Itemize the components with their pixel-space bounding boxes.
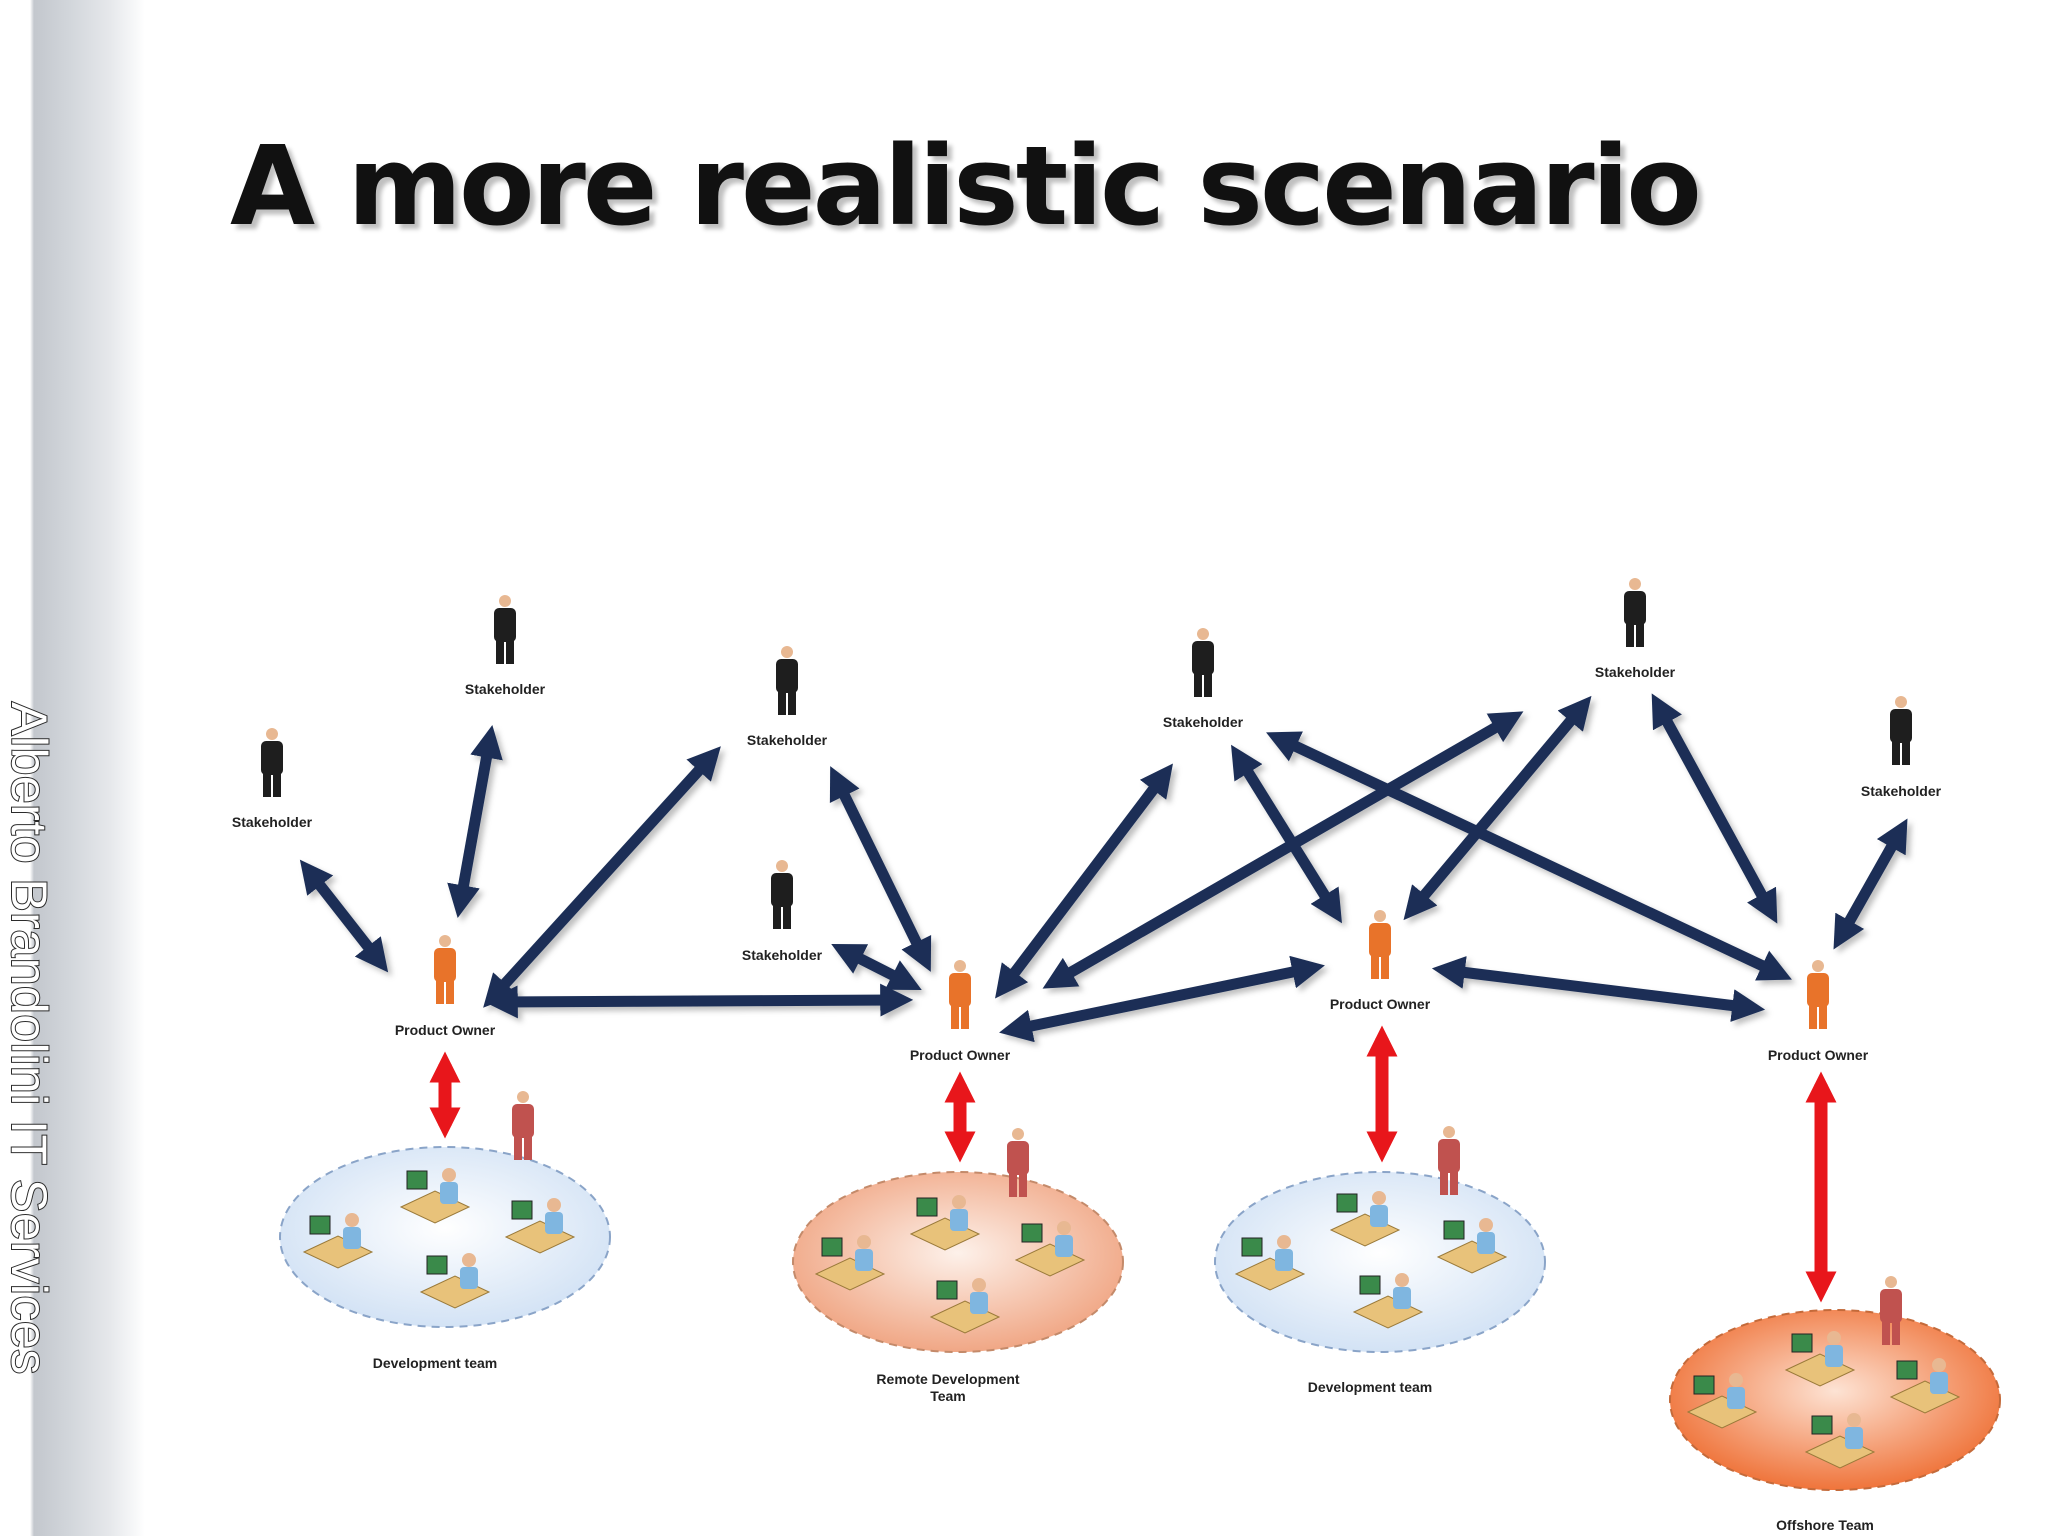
team-lead-icon bbox=[512, 1091, 534, 1160]
stakeholder-figures bbox=[261, 578, 1912, 929]
stakeholder-label: Stakeholder bbox=[1163, 714, 1244, 730]
workstation-icon bbox=[1436, 1218, 1508, 1274]
workstation-icon bbox=[1804, 1413, 1876, 1469]
diagram-labels: Stakeholder Stakeholder Stakeholder Stak… bbox=[232, 664, 1942, 1533]
stakeholder-icon bbox=[1624, 578, 1646, 647]
product-owner-figures bbox=[434, 910, 1829, 1029]
arrow-link bbox=[1431, 956, 1766, 1022]
arrow-link bbox=[1266, 731, 1792, 981]
communication-arrows bbox=[299, 693, 1908, 1043]
arrow-link bbox=[1833, 818, 1908, 950]
stakeholder-icon bbox=[771, 860, 793, 929]
team-area-development-2 bbox=[1214, 1171, 1546, 1353]
product-owner-icon bbox=[434, 935, 456, 1004]
workstation-icon bbox=[1889, 1358, 1961, 1414]
workstation-icon bbox=[909, 1195, 981, 1251]
workstation-icon bbox=[1686, 1373, 1758, 1429]
product-owner-label: Product Owner bbox=[1768, 1047, 1869, 1063]
stakeholder-label: Stakeholder bbox=[1861, 783, 1942, 799]
team-label-line: Remote Development bbox=[876, 1371, 1019, 1387]
workstation-icon bbox=[399, 1168, 471, 1224]
team-area-remote-development bbox=[792, 1171, 1124, 1353]
sidebar-band: Alberto Brandolini IT Services bbox=[0, 0, 145, 1536]
product-owner-icon bbox=[1369, 910, 1391, 979]
arrow-link bbox=[447, 725, 503, 918]
stakeholder-icon bbox=[1890, 696, 1912, 765]
product-owner-label: Product Owner bbox=[1330, 996, 1431, 1012]
arrow-link bbox=[999, 955, 1325, 1043]
team-area-offshore bbox=[1669, 1309, 2001, 1491]
workstation-icon bbox=[1352, 1273, 1424, 1329]
workstation-icon bbox=[929, 1278, 1001, 1334]
product-owner-icon bbox=[1807, 960, 1829, 1029]
workstation-icon bbox=[1784, 1331, 1856, 1387]
arrow-link bbox=[829, 766, 932, 972]
stakeholder-icon bbox=[776, 646, 798, 715]
product-owner-label: Product Owner bbox=[395, 1022, 496, 1038]
arrow-link bbox=[299, 859, 389, 973]
stakeholder-label: Stakeholder bbox=[747, 732, 828, 748]
workstations bbox=[302, 1168, 1961, 1469]
team-label: Offshore Team bbox=[1776, 1517, 1874, 1533]
workstation-icon bbox=[1329, 1191, 1401, 1247]
team-label: Development team bbox=[373, 1355, 497, 1371]
arrow-link bbox=[1651, 693, 1778, 924]
stakeholder-label: Stakeholder bbox=[1595, 664, 1676, 680]
arrow-link bbox=[831, 944, 922, 990]
arrow-link bbox=[483, 746, 721, 1008]
stakeholder-label: Stakeholder bbox=[465, 681, 546, 697]
arrow-link bbox=[484, 983, 914, 1019]
stakeholder-label: Stakeholder bbox=[232, 814, 313, 830]
team-arrows bbox=[429, 1025, 1837, 1303]
stakeholder-icon bbox=[261, 728, 283, 797]
product-owner-icon bbox=[949, 960, 971, 1029]
team-area-development-1 bbox=[279, 1146, 611, 1328]
workstation-icon bbox=[504, 1198, 576, 1254]
arrow-link bbox=[995, 763, 1173, 999]
stakeholder-icon bbox=[1192, 628, 1214, 697]
stakeholder-label: Stakeholder bbox=[742, 947, 823, 963]
product-owner-label: Product Owner bbox=[910, 1047, 1011, 1063]
arrow-link bbox=[1042, 711, 1524, 989]
team-label: Development team bbox=[1308, 1379, 1432, 1395]
workstation-icon bbox=[1014, 1221, 1086, 1277]
team-lead-icon bbox=[1007, 1128, 1029, 1197]
workstation-icon bbox=[814, 1235, 886, 1291]
slide-title: A more realistic scenario bbox=[230, 122, 1702, 250]
team-lead-icon bbox=[1438, 1126, 1460, 1195]
team-lead-icon bbox=[1880, 1276, 1902, 1345]
team-label-line: Team bbox=[930, 1388, 966, 1404]
workstation-icon bbox=[419, 1253, 491, 1309]
team-lead-figures bbox=[512, 1091, 1902, 1345]
workstation-icon bbox=[302, 1213, 374, 1269]
stakeholder-icon bbox=[494, 595, 516, 664]
workstation-icon bbox=[1234, 1235, 1306, 1291]
